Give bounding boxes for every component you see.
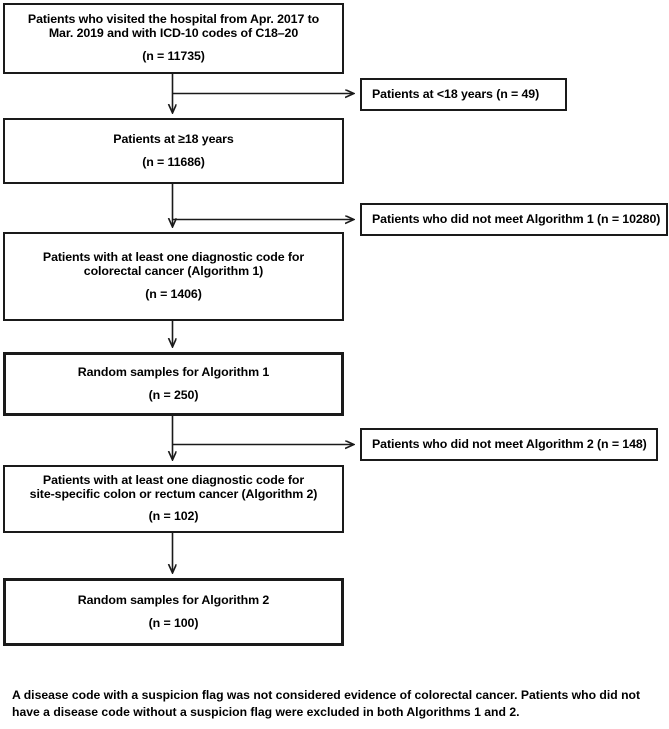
node-algorithm1-code-line2: colorectal cancer (Algorithm 1) — [83, 264, 264, 279]
alg1-line2-bold: Algorithm 1 — [191, 264, 260, 279]
node-algorithm2-code-line1: Patients with at least one diagnostic co… — [42, 472, 305, 487]
node-algorithm2-random-samples-count: (n = 100) — [148, 615, 199, 630]
node-adults-count: (n = 11686) — [142, 154, 205, 169]
node-exclusion-not-algorithm2-label: Patients who did not meet Algorithm 2 (n… — [372, 436, 647, 451]
node-cohort-count: (n = 11735) — [142, 48, 205, 63]
alg1-line2-pre: colorectal cancer ( — [83, 264, 192, 279]
node-algorithm1-random-samples[interactable]: Random samples for Algorithm 1 (n = 250) — [3, 352, 344, 416]
alg2-line2-bold: Algorithm 2 — [245, 486, 314, 501]
node-exclusion-under-18-label: Patients at <18 years (n = 49) — [372, 86, 540, 101]
node-exclusion-under-18[interactable]: Patients at <18 years (n = 49) — [360, 78, 567, 111]
alg2-line2-pre: site-specific colon or rectum cancer ( — [29, 486, 246, 501]
node-adults[interactable]: Patients at ≥18 years (n = 11686) — [3, 118, 344, 184]
node-cohort-line2: Mar. 2019 and with ICD-10 codes of C18–2… — [48, 26, 299, 41]
alg2-line2-post: ) — [313, 486, 318, 501]
node-algorithm1-code-count: (n = 1406) — [145, 286, 202, 301]
node-algorithm2-random-samples[interactable]: Random samples for Algorithm 2 (n = 100) — [3, 578, 344, 646]
node-exclusion-not-algorithm1[interactable]: Patients who did not meet Algorithm 1 (n… — [360, 203, 668, 236]
node-algorithm1-random-samples-line1: Random samples for Algorithm 1 — [77, 364, 270, 379]
node-exclusion-not-algorithm1-label: Patients who did not meet Algorithm 1 (n… — [372, 211, 661, 226]
figure-footnote: A disease code with a suspicion flag was… — [12, 688, 641, 720]
node-adults-line1: Patients at ≥18 years — [113, 131, 234, 146]
node-algorithm2-code-count: (n = 102) — [148, 509, 199, 524]
node-algorithm2-code[interactable]: Patients with at least one diagnostic co… — [3, 465, 344, 533]
alg1-line2-post: ) — [259, 264, 264, 279]
node-algorithm1-code-line1: Patients with at least one diagnostic co… — [42, 250, 305, 265]
node-cohort-line1: Patients who visited the hospital from A… — [27, 12, 320, 27]
node-algorithm2-code-line2: site-specific colon or rectum cancer (Al… — [29, 486, 318, 502]
node-algorithm1-random-samples-count: (n = 250) — [148, 387, 199, 402]
node-exclusion-not-algorithm2[interactable]: Patients who did not meet Algorithm 2 (n… — [360, 428, 658, 461]
node-algorithm2-random-samples-line1: Random samples for Algorithm 2 — [77, 592, 270, 607]
node-algorithm1-code[interactable]: Patients with at least one diagnostic co… — [3, 232, 344, 321]
node-cohort[interactable]: Patients who visited the hospital from A… — [3, 3, 344, 74]
